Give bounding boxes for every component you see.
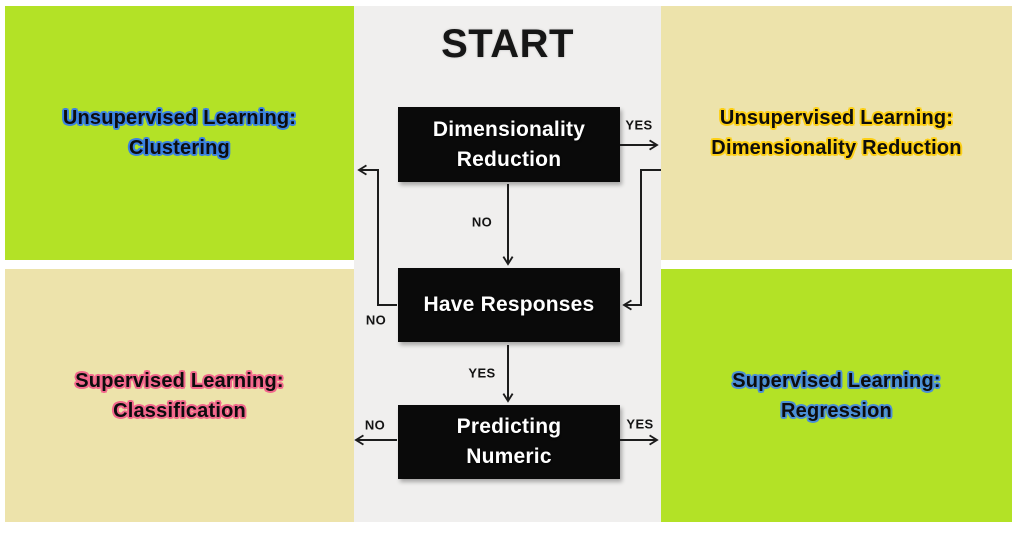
- panel-supervised-regression-label: Supervised Learning: Regression: [732, 366, 941, 426]
- node-label-line1: Have Responses: [423, 293, 595, 317]
- edge-label-predicting-no: NO: [364, 417, 386, 433]
- panel-unsupervised-dimensionality-reduction-label: Unsupervised Learning: Dimensionality Re…: [711, 103, 961, 163]
- panel-unsupervised-dimensionality-reduction: Unsupervised Learning: Dimensionality Re…: [661, 6, 1012, 260]
- node-label-line2: Reduction: [456, 147, 562, 171]
- panel-unsupervised-clustering-label: Unsupervised Learning: Clustering: [63, 103, 296, 163]
- panel-supervised-regression: Supervised Learning: Regression: [661, 269, 1012, 522]
- node-label-line2: Numeric: [466, 445, 552, 468]
- panel-label-line1: Unsupervised Learning:: [62, 107, 297, 129]
- node-label-line1: Predicting: [456, 415, 562, 439]
- panel-supervised-classification-label: Supervised Learning: Classification: [75, 366, 284, 426]
- edge-label-dimred-yes: YES: [625, 117, 653, 133]
- node-have-responses: Have Responses: [398, 268, 620, 342]
- edge-label-predicting-yes: YES: [626, 416, 654, 432]
- panel-label-line2: Dimensionality Reduction: [711, 137, 962, 159]
- edge-label-have-responses-yes: YES: [468, 365, 496, 381]
- panel-label-line1: Supervised Learning:: [732, 369, 941, 392]
- panel-label-line2: Clustering: [129, 137, 230, 159]
- edge-label-have-responses-no: NO: [365, 312, 387, 328]
- node-label-line1: Dimensionality: [432, 117, 586, 141]
- panel-label-line1: Unsupervised Learning:: [719, 107, 954, 129]
- node-predicting-numeric: Predicting Numeric: [398, 405, 620, 479]
- panel-label-line2: Regression: [781, 399, 892, 422]
- panel-supervised-classification: Supervised Learning: Classification: [5, 269, 354, 522]
- panel-unsupervised-clustering: Unsupervised Learning: Clustering: [5, 6, 354, 260]
- panel-label-line1: Supervised Learning:: [75, 369, 284, 392]
- node-dimensionality-reduction: Dimensionality Reduction: [398, 107, 620, 182]
- panel-label-line2: Classification: [113, 399, 246, 422]
- start-title: START: [441, 22, 574, 66]
- edge-label-dimred-no: NO: [471, 214, 493, 230]
